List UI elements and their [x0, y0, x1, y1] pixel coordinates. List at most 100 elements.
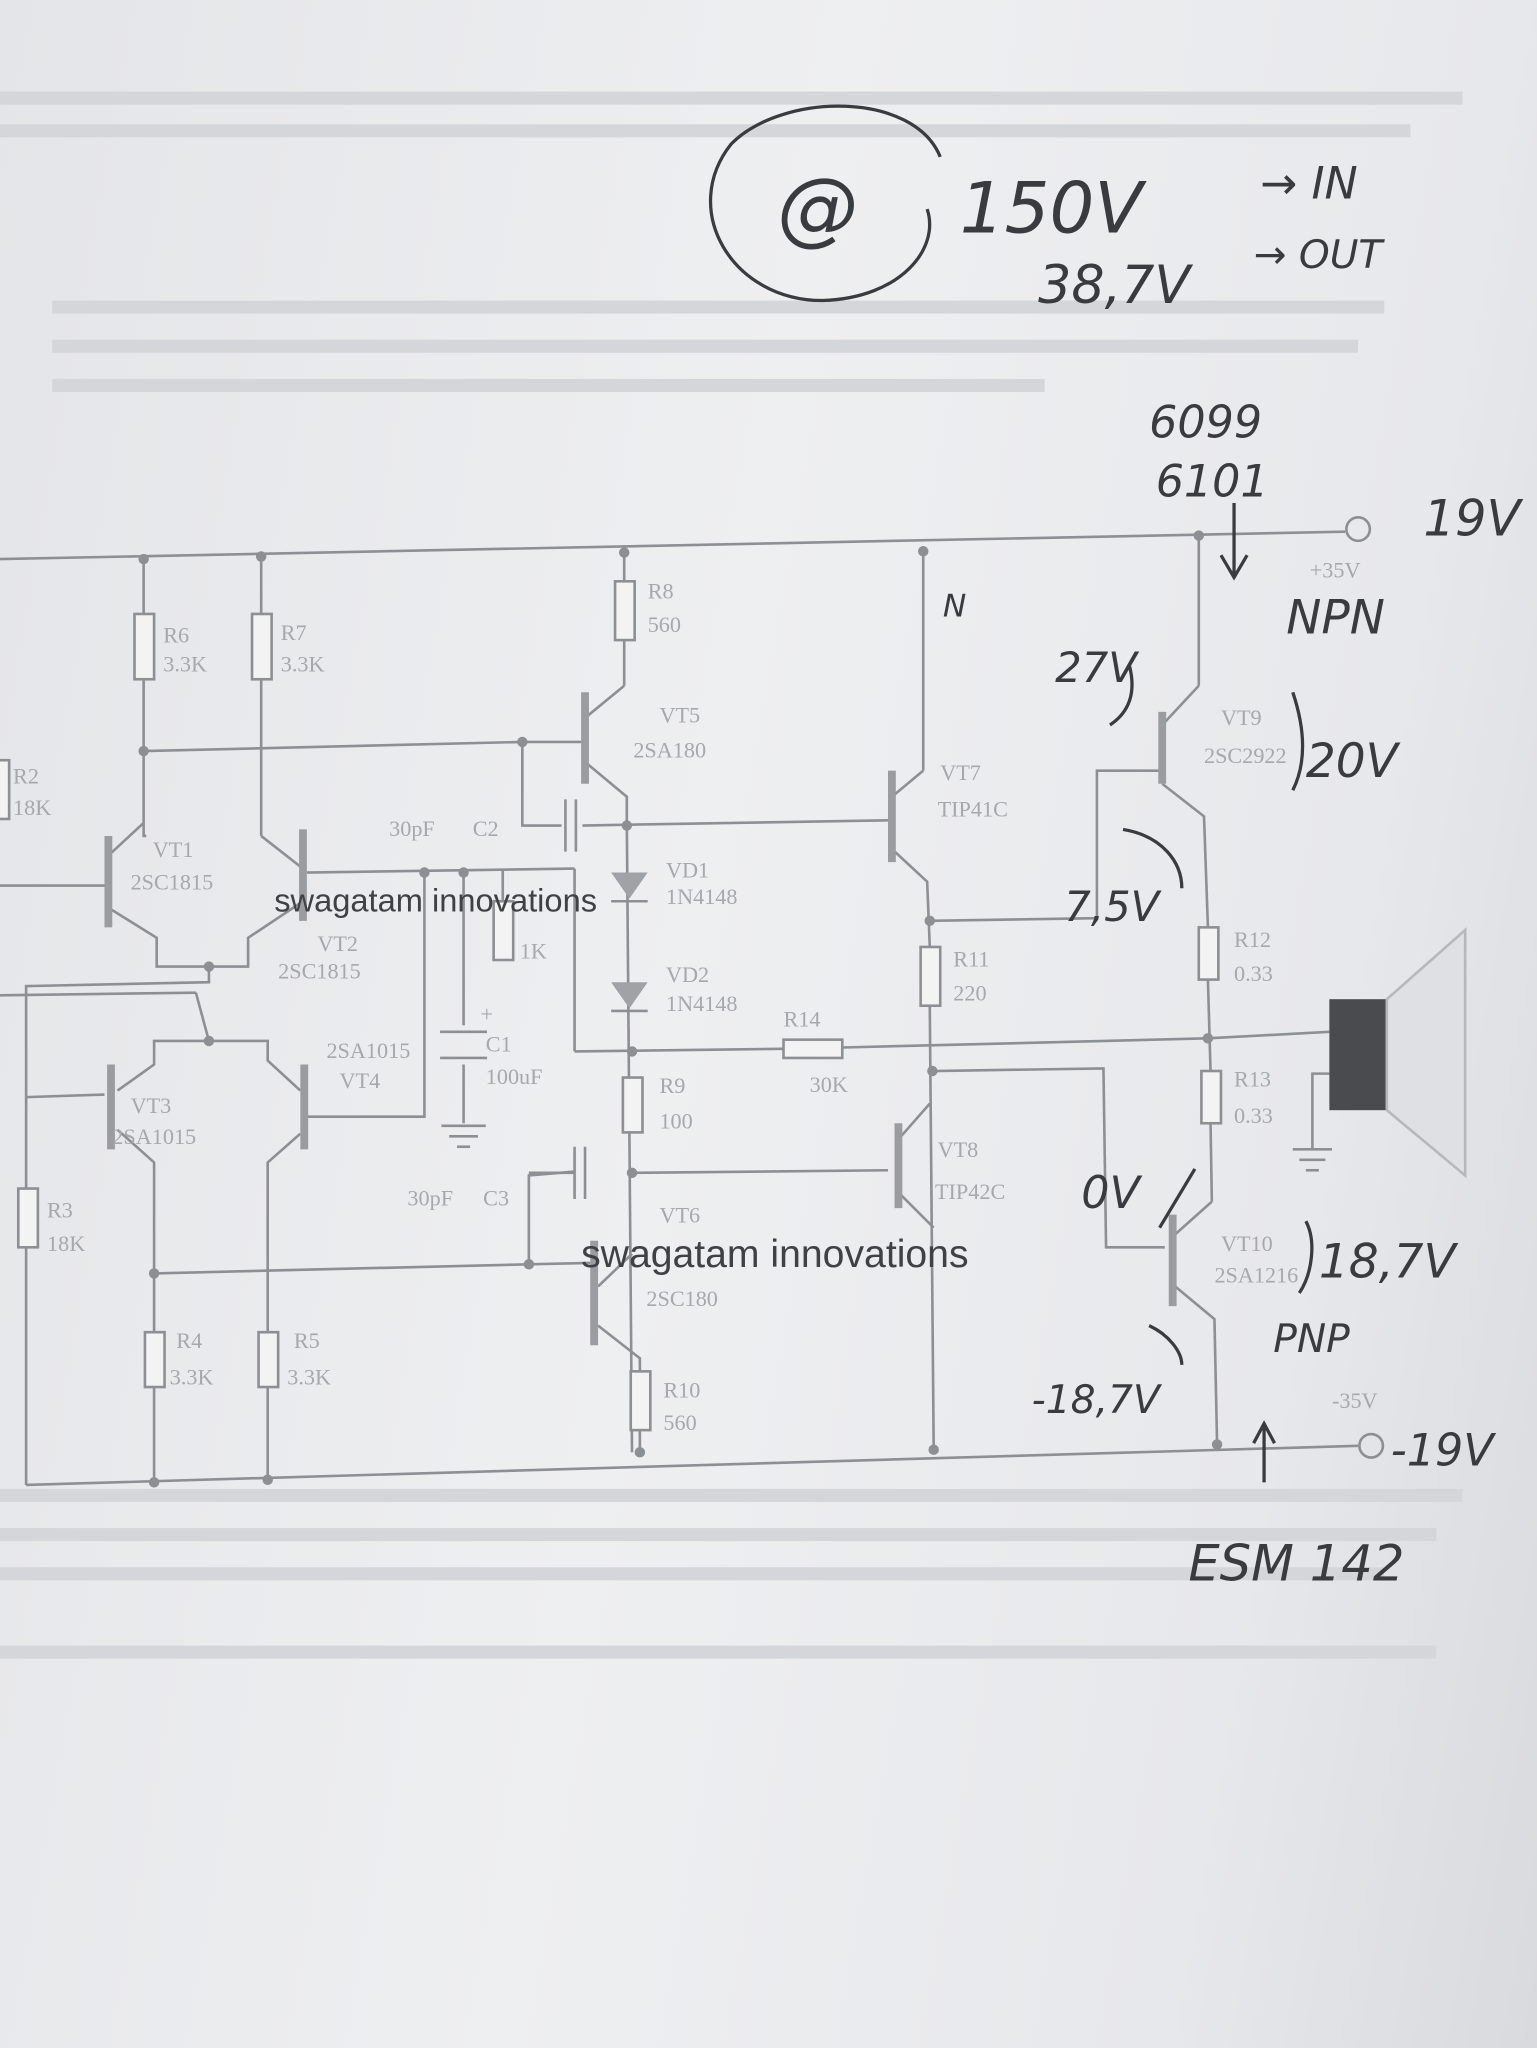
resistor-r11: [919, 945, 942, 1008]
component-label: VT1: [153, 837, 194, 862]
component-label: 3.3K: [163, 651, 207, 676]
resistor-r9: [621, 1076, 644, 1134]
component-label: 2SC1815: [278, 958, 361, 983]
junction-dots: [138, 530, 1223, 1488]
resistor-r10: [629, 1370, 652, 1432]
component-label: R2: [13, 764, 39, 789]
component-labels: +35V -35V R6 3.3K R7 3.3K R2 18K VT1 2SC1815…: [13, 557, 1378, 1435]
component-label: 3.3K: [287, 1364, 331, 1389]
handwritten-note: 7,5V: [1064, 882, 1161, 931]
component-label: 2SA1015: [326, 1038, 410, 1063]
negative-terminal: [1358, 1432, 1385, 1459]
handwritten-note: 0V: [1081, 1168, 1142, 1219]
component-label: C3: [483, 1186, 509, 1211]
component-label: VT2: [317, 931, 358, 956]
component-label: 1N4148: [666, 991, 737, 1016]
component-label: R8: [648, 578, 674, 603]
component-label: 0.33: [1234, 961, 1273, 986]
component-label: 2SC180: [646, 1286, 718, 1311]
handwritten-note: PNP: [1273, 1317, 1350, 1362]
component-label: 30K: [810, 1072, 848, 1097]
component-label: 3.3K: [170, 1364, 214, 1389]
component-label: VT10: [1221, 1231, 1273, 1256]
component-label: 2SC1815: [131, 869, 214, 894]
component-label: R13: [1234, 1067, 1271, 1092]
component-label: 100: [659, 1108, 692, 1133]
resistor-1k: [492, 899, 515, 962]
ground-speaker: [1292, 1148, 1332, 1172]
component-label: VT4: [340, 1068, 381, 1093]
component-label: VT6: [659, 1202, 700, 1227]
component-label: VD1: [666, 858, 709, 883]
component-label: C2: [473, 816, 499, 841]
resistor-r7: [250, 612, 273, 681]
handwritten-note: -18,7V: [1032, 1378, 1163, 1423]
component-label: 220: [953, 980, 986, 1005]
semiconductors: +: [104, 692, 1467, 1346]
component-label: R6: [163, 623, 189, 648]
component-label: R4: [176, 1328, 202, 1353]
component-label: 0.33: [1234, 1103, 1273, 1128]
component-label: 1N4148: [666, 884, 737, 909]
handwritten-note: 38,7V: [1038, 256, 1193, 316]
supply-positive-label: +35V: [1310, 557, 1361, 582]
resistors: [0, 580, 1223, 1432]
component-label: VT9: [1221, 705, 1262, 730]
wires: [0, 516, 1385, 1487]
handwritten-note: 19V: [1423, 490, 1523, 548]
resistor-r2: [0, 758, 11, 821]
resistor-r14: [782, 1038, 844, 1060]
component-label: R14: [784, 1007, 821, 1032]
diode-vd1: [611, 872, 648, 899]
polarity-plus: +: [481, 1001, 494, 1026]
component-label: R9: [659, 1073, 685, 1098]
speaker-magnet: [1329, 999, 1387, 1111]
component-label: VT8: [938, 1137, 979, 1162]
handwritten-annotations: @ 150V → IN 38,7V → OUT 6099 6101 19V NP…: [709, 104, 1524, 1592]
supply-negative-label: -35V: [1332, 1388, 1378, 1413]
watermark: swagatam innovations: [274, 882, 597, 919]
ground-c1: [441, 1124, 486, 1149]
handwritten-note: -19V: [1391, 1425, 1496, 1476]
resistor-r3: [16, 1187, 40, 1249]
handwritten-note: 20V: [1306, 734, 1401, 789]
component-label: 2SA180: [633, 738, 706, 763]
resistor-r6: [133, 612, 156, 681]
background-print: [0, 91, 1463, 1659]
handwritten-note: → IN: [1260, 159, 1358, 210]
component-label: 18K: [13, 795, 51, 820]
component-label: 30pF: [407, 1186, 453, 1211]
component-label: 2SA1216: [1214, 1263, 1298, 1288]
circle-scribble: [709, 104, 942, 303]
diode-vd2: [611, 982, 648, 1009]
component-label: R12: [1234, 927, 1271, 952]
handwritten-note: 6099: [1149, 398, 1262, 449]
component-label: 2SC2922: [1204, 743, 1287, 768]
component-label: 1K: [520, 939, 547, 964]
handwritten-note: @: [777, 161, 858, 255]
handwritten-note: N: [943, 589, 966, 625]
component-label: 2SA1015: [112, 1124, 196, 1149]
handwritten-note: ESM 142: [1188, 1534, 1404, 1592]
component-label: 30pF: [389, 816, 435, 841]
component-label: R11: [953, 947, 989, 972]
component-label: 560: [648, 612, 681, 637]
handwritten-note: 150V: [960, 168, 1148, 250]
capacitor-c2: [564, 799, 578, 852]
component-label: VT5: [659, 702, 700, 727]
component-label: R10: [663, 1377, 700, 1402]
capacitor-c3: [528, 1146, 587, 1199]
resistor-r13: [1200, 1069, 1223, 1125]
component-label: 3.3K: [281, 651, 325, 676]
component-label: VT7: [940, 760, 981, 785]
handwritten-note: NPN: [1286, 591, 1385, 646]
component-label: VT3: [131, 1093, 172, 1118]
component-label: R7: [281, 620, 307, 645]
handwritten-note: 6101: [1156, 456, 1269, 507]
resistor-r12: [1197, 926, 1220, 981]
resistor-r5: [257, 1330, 280, 1389]
resistor-r4: [143, 1330, 166, 1389]
speaker-cone: [1385, 927, 1467, 1179]
